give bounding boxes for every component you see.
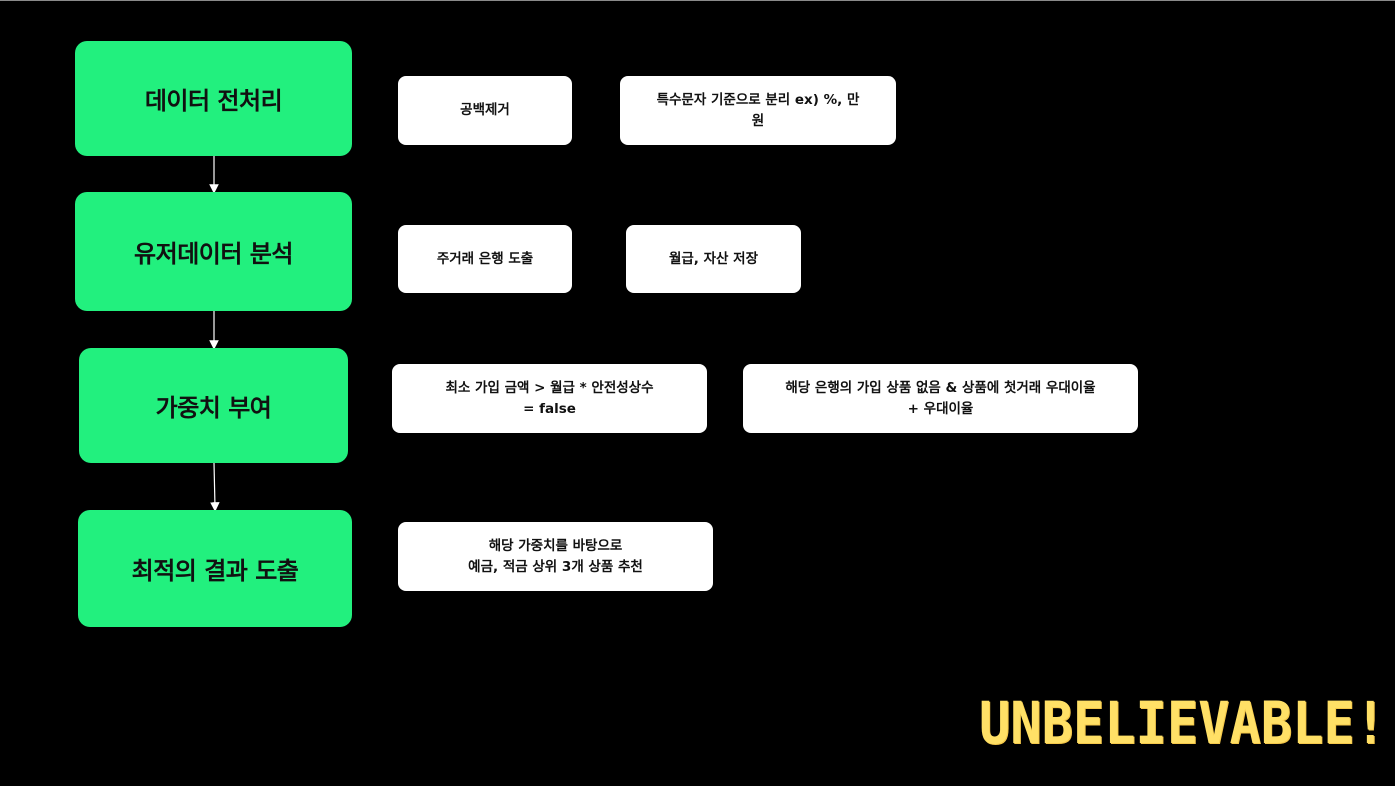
- note-top3-recommendation: 해당 가중치를 바탕으로 예금, 적금 상위 3개 상품 추천: [398, 522, 713, 591]
- top-border: [0, 0, 1395, 1]
- step-weighting: 가중치 부여: [79, 348, 348, 463]
- step-user-data-analysis: 유저데이터 분석: [75, 192, 352, 311]
- note-salary-assets: 월급, 자산 저장: [626, 225, 801, 293]
- note-preferential-rate: 해당 은행의 가입 상품 없음 & 상품에 첫거래 우대이율 + 우대이율: [743, 364, 1138, 433]
- note-main-bank: 주거래 은행 도출: [398, 225, 572, 293]
- step-optimal-result: 최적의 결과 도출: [78, 510, 352, 627]
- note-split-special-chars: 특수문자 기준으로 분리 ex) %, 만 원: [620, 76, 896, 145]
- brand-unbelievable: UNBELIEVABLE!: [979, 690, 1386, 758]
- note-remove-whitespace: 공백제거: [398, 76, 572, 145]
- step-data-preprocessing: 데이터 전처리: [75, 41, 352, 156]
- note-min-amount-condition: 최소 가입 금액 > 월급 * 안전성상수 = false: [392, 364, 707, 433]
- arrow-weighting-to-result: [210, 462, 220, 512]
